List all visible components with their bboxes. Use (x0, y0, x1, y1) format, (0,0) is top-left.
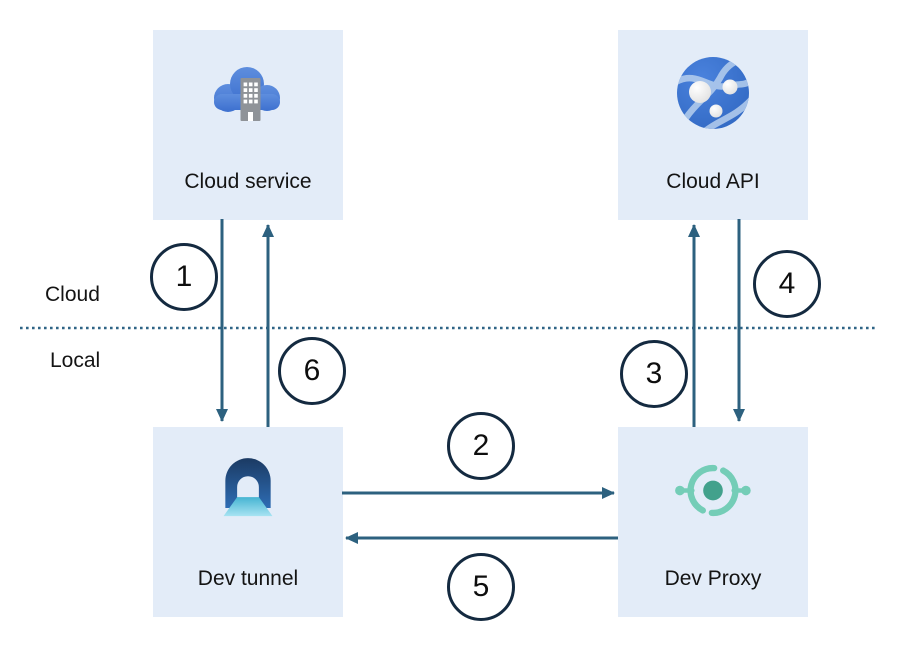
proxy-target-icon (675, 463, 752, 523)
step-circle-3: 3 (620, 340, 688, 408)
globe-network-icon (676, 56, 750, 135)
node-label-cloud-api: Cloud API (666, 170, 760, 193)
zone-label-local: Local (50, 349, 101, 372)
step-circle-4: 4 (753, 250, 821, 318)
step-circle-1: 1 (150, 243, 218, 311)
cloud-building-icon (213, 65, 283, 128)
tunnel-icon (219, 457, 277, 524)
zone-label-cloud: Cloud (45, 283, 100, 306)
node-label-cloud-service: Cloud service (184, 170, 312, 193)
step-circle-2: 2 (447, 412, 515, 480)
node-label-dev-tunnel: Dev tunnel (197, 567, 299, 590)
node-dev-proxy: Dev Proxy (618, 427, 808, 617)
step-circle-5: 5 (447, 553, 515, 621)
node-label-dev-proxy: Dev Proxy (664, 567, 762, 590)
node-cloud-service: Cloud service (153, 30, 343, 220)
step-circle-6: 6 (278, 337, 346, 405)
node-cloud-api: Cloud API (618, 30, 808, 220)
node-dev-tunnel: Dev tunnel (153, 427, 343, 617)
